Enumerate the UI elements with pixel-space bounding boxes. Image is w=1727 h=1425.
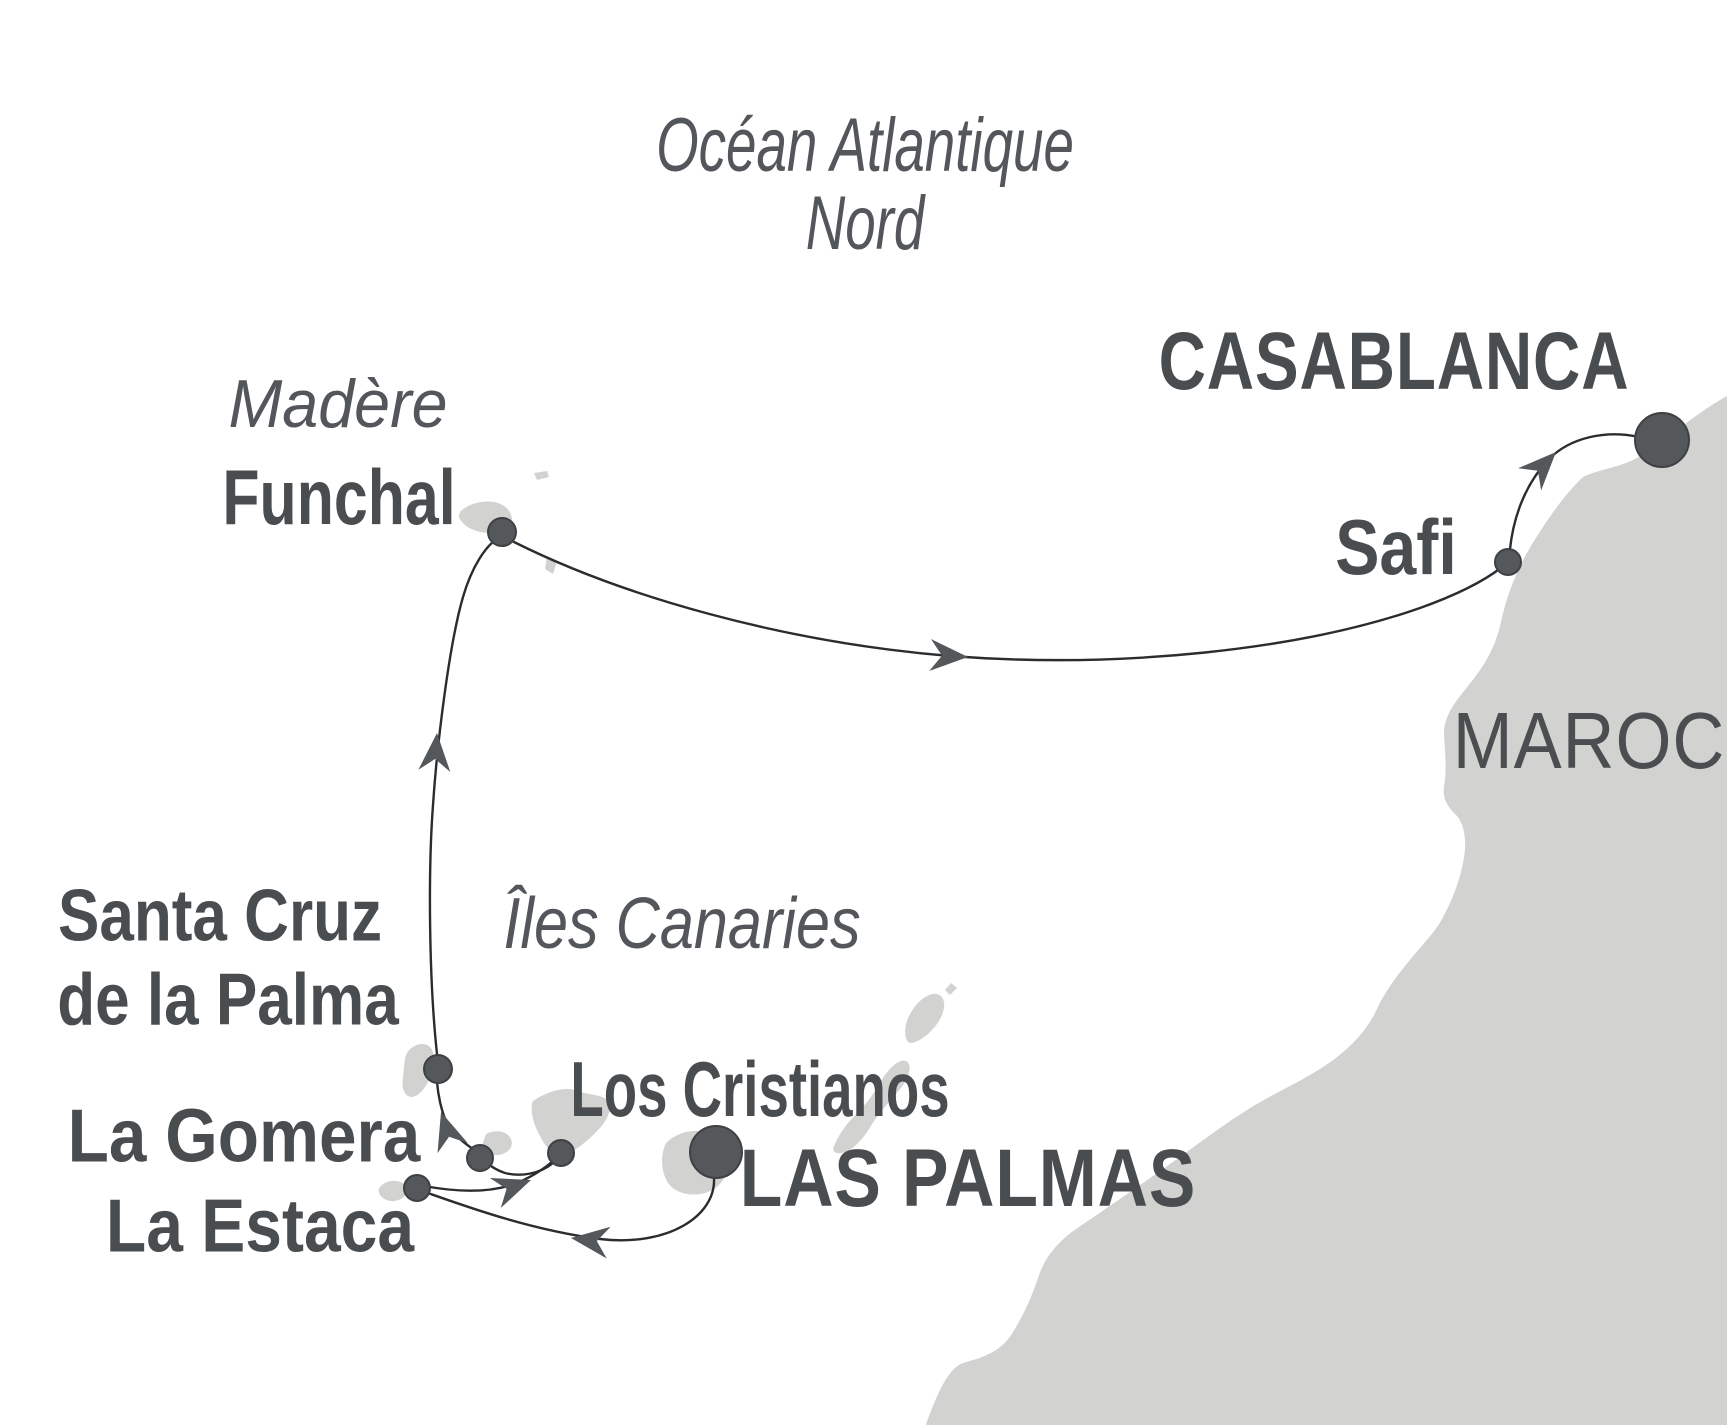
port-dot-la-estaca	[403, 1174, 431, 1202]
island-lanzarote	[905, 993, 945, 1043]
port-label-santa-cruz-line2: de la Palma	[57, 959, 399, 1041]
country-label-maroc: MAROC	[1452, 696, 1726, 785]
island-la-palma	[402, 1043, 434, 1097]
port-dots	[403, 412, 1690, 1202]
port-label-la-gomera: La Gomera	[67, 1093, 421, 1178]
morocco-landmass	[926, 396, 1727, 1425]
port-label-la-estaca: La Estaca	[105, 1183, 415, 1268]
port-label-los-cristianos: Los Cristianos	[570, 1045, 950, 1133]
port-label-las-palmas: LAS PALMAS	[739, 1133, 1197, 1224]
port-dot-funchal	[487, 517, 517, 547]
region-label-iles-canaries: Îles Canaries	[503, 884, 861, 964]
port-dot-casablanca	[1634, 412, 1690, 468]
port-dot-safi	[1494, 548, 1522, 576]
ocean-label-line2: Nord	[805, 181, 925, 266]
region-label-madere: Madère	[228, 366, 448, 442]
port-dot-la-gomera	[466, 1144, 494, 1172]
port-dot-santa-cruz-de-la-palma	[423, 1054, 453, 1084]
island-madeira-ne-islet	[534, 471, 549, 480]
port-dot-los-cristianos	[547, 1139, 575, 1167]
route-arrow-la-gomera-to-santa-cruz	[437, 1112, 468, 1154]
port-label-safi: Safi	[1335, 503, 1457, 591]
port-label-funchal: Funchal	[222, 453, 456, 541]
route-arrow-la-estaca-to-cristianos	[489, 1177, 531, 1209]
route-arrow-funchal-to-safi	[929, 639, 968, 671]
port-label-santa-cruz-line1: Santa Cruz	[57, 875, 383, 957]
port-dot-las-palmas	[689, 1125, 743, 1179]
island-tenerife	[531, 1089, 610, 1156]
route-arrow-santa-cruz-to-funchal	[418, 733, 451, 773]
leg-funchal-safi	[512, 540, 1504, 662]
ocean-label-line1: Océan Atlantique	[656, 103, 1074, 188]
leg-las-palmas-la-estaca	[423, 1176, 716, 1242]
leg-santa-cruz-funchal	[428, 537, 499, 1056]
direction-arrows	[418, 452, 1556, 1259]
route-arrow-las-palmas-to-la-estaca	[571, 1226, 611, 1259]
island-fuerteventura	[833, 1060, 910, 1154]
port-label-casablanca: CASABLANCA	[1158, 316, 1630, 407]
island-el-hierro	[378, 1180, 408, 1202]
route-arrow-safi-to-casablanca	[1518, 452, 1556, 491]
island-lanzarote-islet	[945, 983, 957, 995]
